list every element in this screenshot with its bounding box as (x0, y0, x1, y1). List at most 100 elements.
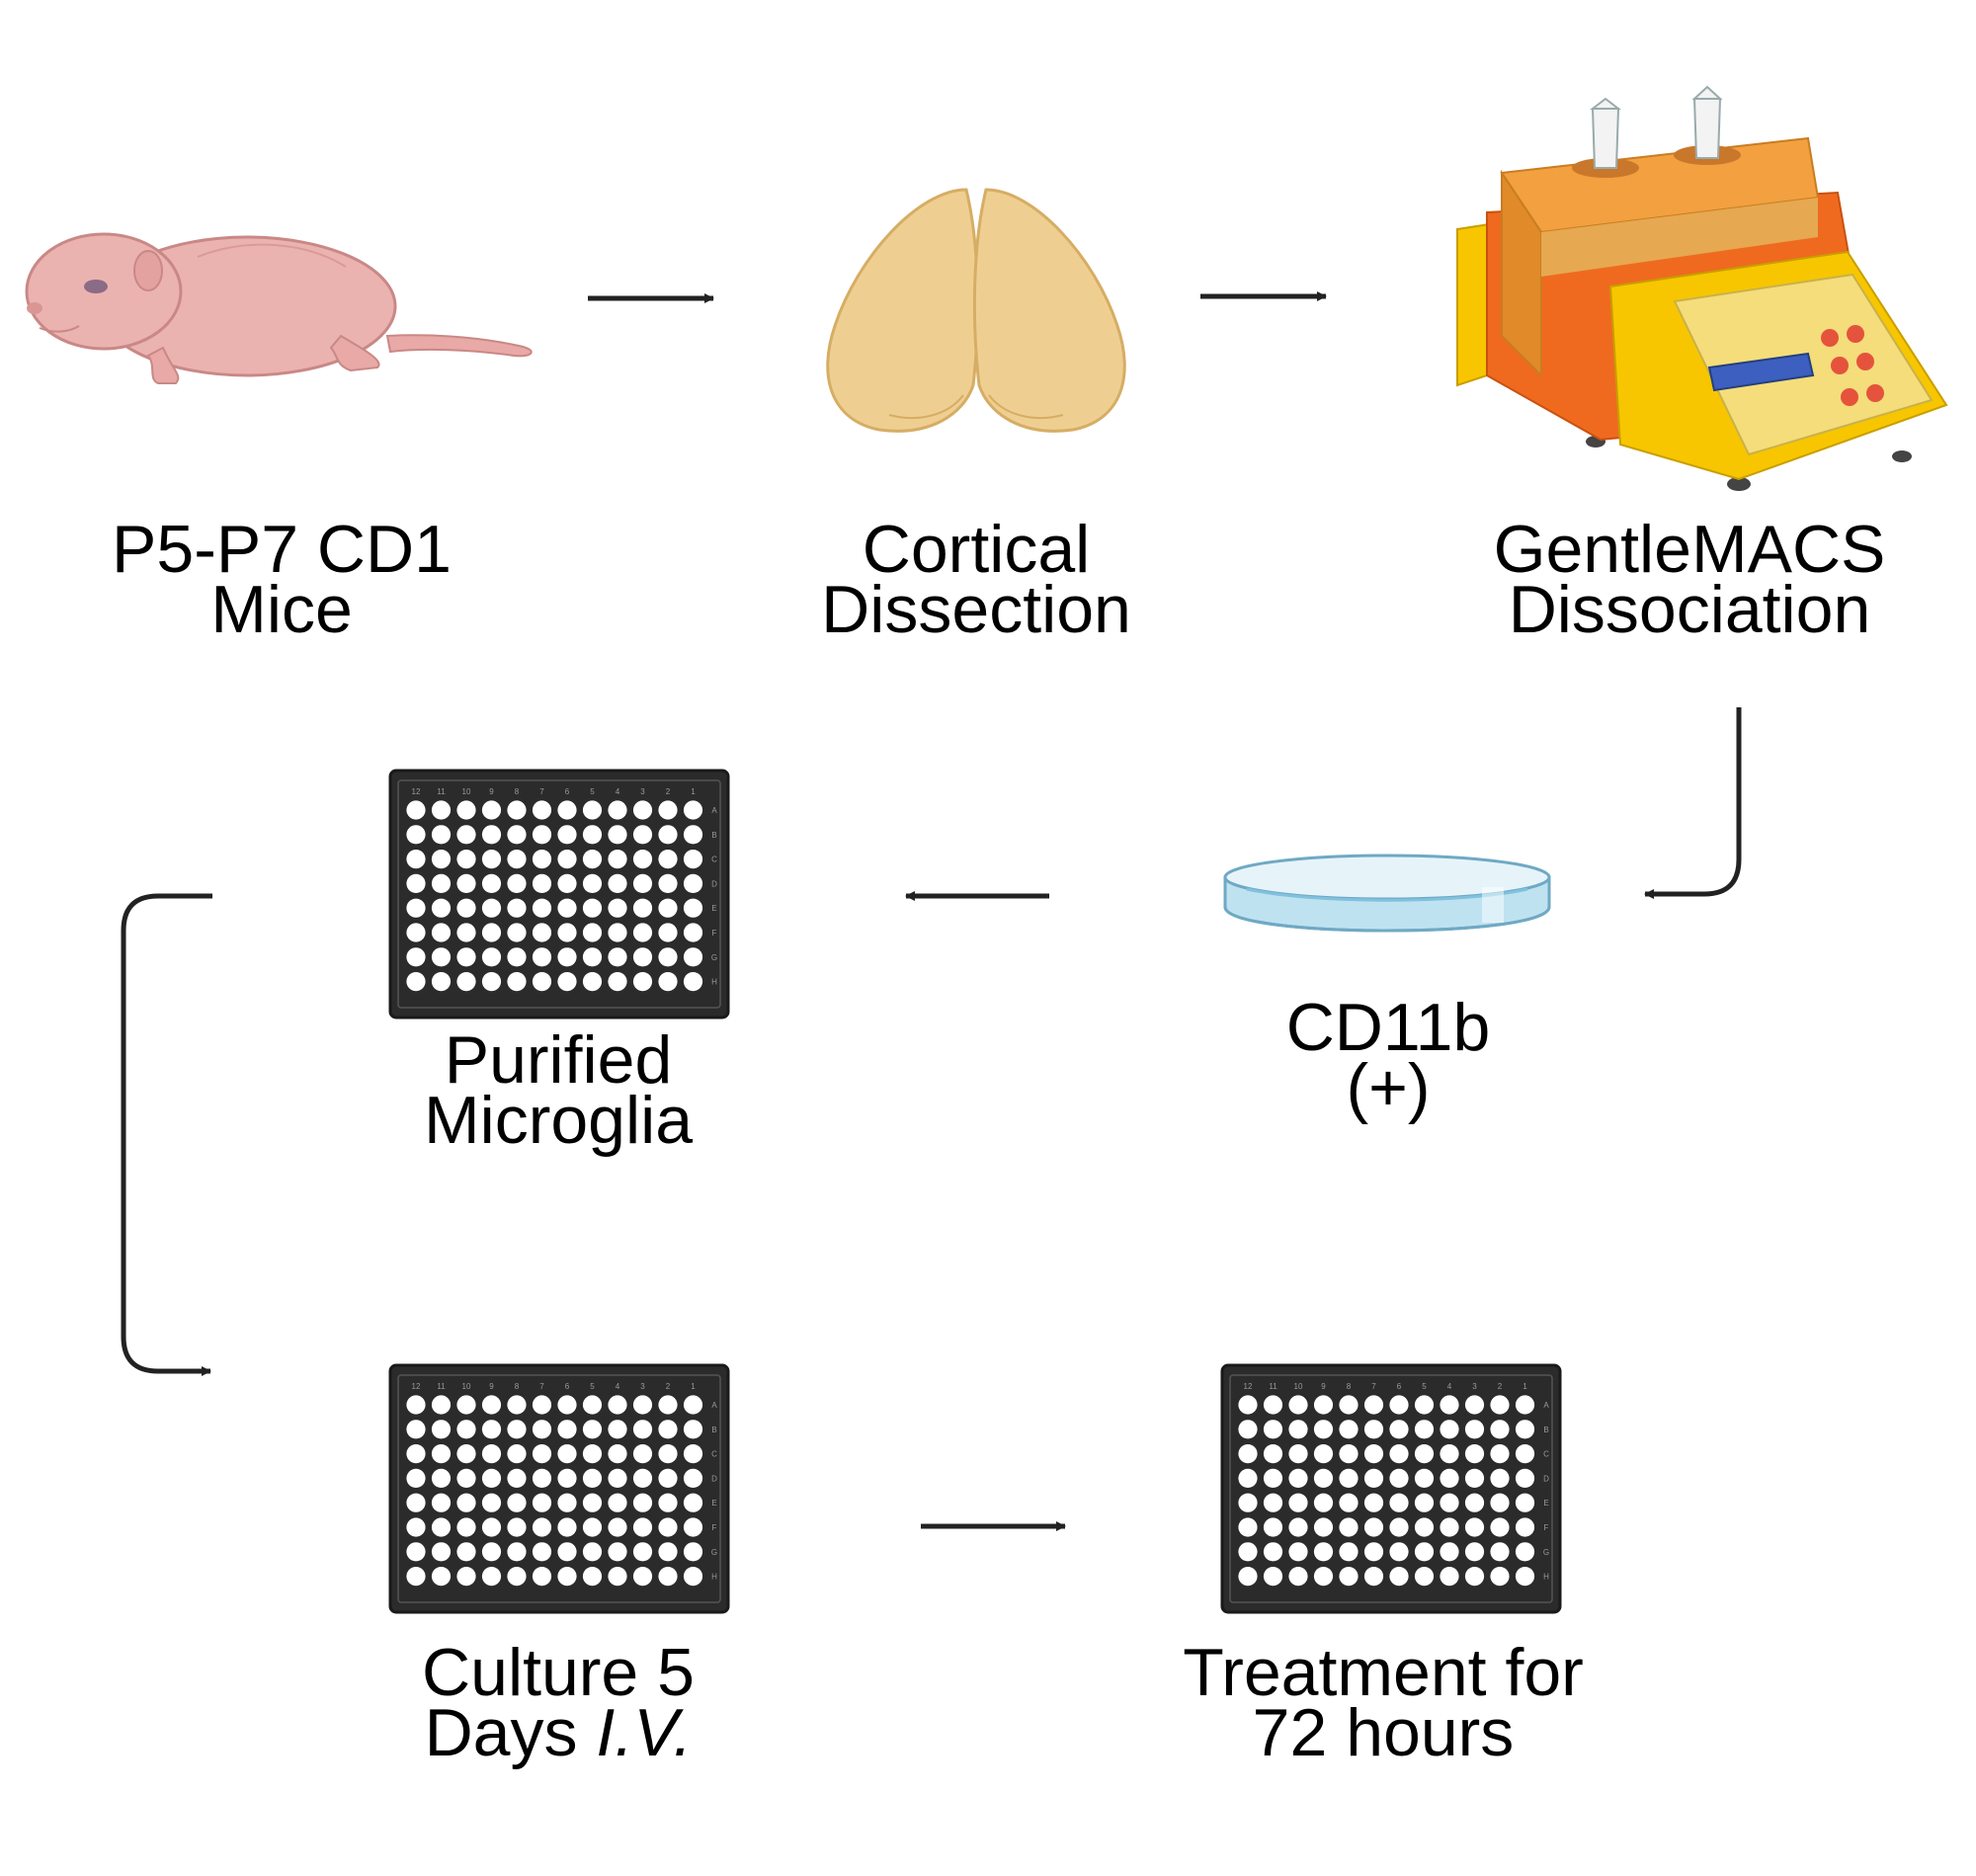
plate-well (582, 972, 603, 992)
plate-row-label: C (711, 856, 717, 864)
plate-row-label: G (1543, 1548, 1549, 1557)
plate-well (406, 850, 426, 869)
plate-well (481, 1493, 502, 1512)
plate-well (481, 800, 502, 820)
step-label-dissociation: GentleMACS Dissociation (1452, 516, 1927, 647)
plate-rim (1229, 1374, 1553, 1603)
plate-well (582, 800, 603, 820)
plate-well (1339, 1420, 1358, 1439)
plate-row-label: A (711, 1401, 717, 1410)
plate-well (532, 873, 552, 894)
plate-well (431, 873, 452, 894)
plate-well (658, 1542, 678, 1562)
plate-column-label: 1 (1523, 1382, 1527, 1391)
plate-well (1414, 1420, 1435, 1439)
plate-well (456, 1444, 476, 1464)
plate-column-label: 4 (1447, 1382, 1452, 1391)
plate-well (683, 947, 703, 967)
plate-well (431, 947, 452, 967)
plate-well (582, 873, 603, 894)
plate-row-label: E (711, 1499, 716, 1508)
plate-well (557, 1420, 577, 1439)
plate-well (1440, 1567, 1459, 1587)
plate-well (532, 1542, 552, 1562)
plate-well (608, 947, 627, 967)
plate-column-label: 6 (565, 1382, 570, 1391)
plate-well (1288, 1517, 1308, 1537)
plate-row-label: D (1543, 1474, 1549, 1483)
plate-well (406, 1493, 426, 1512)
plate-well (608, 1444, 627, 1464)
plate-well (507, 1444, 527, 1464)
plate-well (1288, 1493, 1308, 1512)
plate-well (1464, 1542, 1485, 1562)
plate-column-label: 6 (565, 787, 570, 796)
plate-well (1263, 1542, 1283, 1562)
plate-well (1515, 1567, 1535, 1587)
plate-well (481, 1444, 502, 1464)
plate-well (608, 850, 627, 869)
plate-well (481, 1567, 502, 1587)
plate-well (658, 873, 678, 894)
plate-well (582, 1493, 603, 1512)
plate-well (406, 972, 426, 992)
step-label-dissection: Cortical Dissection (779, 516, 1174, 643)
plate-well (507, 1493, 527, 1512)
plate-well (532, 1444, 552, 1464)
plate-well (431, 972, 452, 992)
label-line: Microglia (423, 1083, 694, 1158)
label-line: Dissociation (1508, 572, 1871, 647)
plate-well (456, 923, 476, 942)
plate-well (1288, 1395, 1308, 1415)
label-line: Days I.V. (361, 1699, 756, 1766)
plate-well (582, 1444, 603, 1464)
plate-row-label: B (711, 1426, 716, 1434)
plate-well (1238, 1517, 1258, 1537)
plate-well (406, 947, 426, 967)
plate-well (1515, 1395, 1535, 1415)
plate-well (456, 1542, 476, 1562)
plate-well (1490, 1493, 1510, 1512)
plate-well (431, 923, 452, 942)
plate-well (683, 1395, 703, 1415)
plate-rim (397, 1374, 721, 1603)
plate-well (557, 873, 577, 894)
plate-column-label: 4 (616, 787, 620, 796)
neonatal-mouse-icon (25, 232, 533, 384)
plate-well (1313, 1517, 1334, 1537)
plate-well (1440, 1468, 1459, 1488)
plate-well (632, 1493, 653, 1512)
plate-well (507, 1468, 527, 1488)
plate-well (1389, 1395, 1409, 1415)
plate-well (1464, 1420, 1485, 1439)
label-line: Purified (444, 1022, 673, 1098)
plate-well (557, 1468, 577, 1488)
plate-well (582, 1395, 603, 1415)
plate-well (1363, 1395, 1384, 1415)
plate-well (557, 1395, 577, 1415)
plate-row-label: A (711, 806, 717, 815)
plate-well (658, 898, 678, 918)
plate-well (1414, 1517, 1435, 1537)
plate-rim (397, 779, 721, 1009)
plate-well (1440, 1542, 1459, 1562)
plate-well (456, 825, 476, 845)
plate-well (1238, 1493, 1258, 1512)
plate-column-label: 8 (515, 787, 520, 796)
plate-well (431, 825, 452, 845)
plate-column-label: 2 (1498, 1382, 1503, 1391)
plate-well (406, 1542, 426, 1562)
plate-column-label: 10 (462, 1382, 471, 1391)
plate-well (632, 825, 653, 845)
plate-well (532, 825, 552, 845)
plate-well (683, 1444, 703, 1464)
plate-column-label: 11 (437, 1382, 446, 1391)
plate-well (481, 1542, 502, 1562)
plate-column-label: 2 (666, 787, 671, 796)
plate-well (608, 1493, 627, 1512)
plate-well (683, 1542, 703, 1562)
plate-well (507, 873, 527, 894)
plate-well (658, 972, 678, 992)
plate-well (1389, 1420, 1409, 1439)
plate-well (1490, 1542, 1510, 1562)
